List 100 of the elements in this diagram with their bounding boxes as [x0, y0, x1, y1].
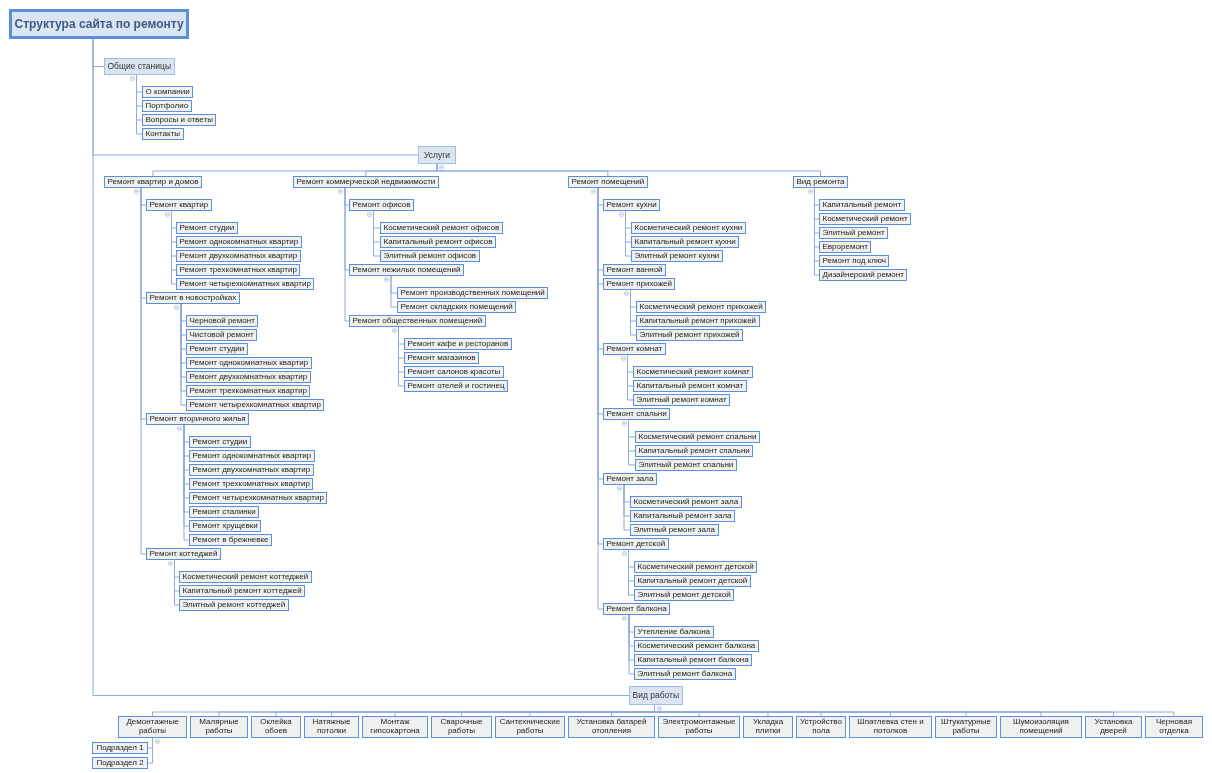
subtopic-label: Капитальный ремонт прихожей [639, 317, 757, 325]
connector-line [623, 484, 631, 531]
subtopic-label: Капитальный ремонт детской [637, 577, 748, 585]
subtopic-label: Капитальный ремонт кухни [634, 238, 736, 246]
subtopic-box [631, 236, 740, 248]
subtopic-box [819, 269, 908, 281]
subtopic-label: Косметический ремонт спальни [638, 433, 757, 441]
subtopic-box [92, 757, 148, 769]
subtopic-box [142, 86, 194, 98]
subtopic-label: Укладка плитки [751, 718, 785, 736]
subtopic-box [189, 492, 328, 504]
subtopic-label: Элитный ремонт спальни [638, 461, 734, 469]
subtopic-label: Ремонт кухни [606, 201, 657, 209]
connector-line [628, 549, 635, 596]
subtopic-label: Ремонт балкона [606, 605, 667, 613]
subtopic-label: Ремонт под ключ [822, 257, 886, 265]
subtopic-label: Чистовой ремонт [189, 331, 254, 339]
subtopic-label: Косметический ремонт балкона [637, 642, 756, 650]
subtopic-label: Евроремонт [822, 243, 868, 251]
subtopic-label: Косметический ремонт зала [633, 498, 739, 506]
subtopic-label: Ремонт квартир [149, 201, 209, 209]
subtopic-label: Ремонт четырехкомнатных квартир [192, 494, 324, 502]
subtopic-box [186, 315, 259, 327]
subtopic-label: Ремонт вторичного жилья [149, 415, 246, 423]
subtopic-label: Подраздел 1 [96, 744, 144, 752]
subtopic-label: Малярные работы [198, 718, 240, 736]
subtopic-label: Косметический ремонт комнат [636, 368, 750, 376]
connector-line [625, 210, 632, 257]
subtopic-label: Утепление балкона [637, 628, 711, 636]
connector-line [628, 419, 636, 466]
subtopic-box [603, 199, 661, 211]
subtopic-label: Капитальный ремонт коттеджей [182, 587, 302, 595]
subtopic-label: Элитный ремонт балкона [637, 670, 733, 678]
subtopic-box [743, 716, 793, 738]
subtopic-label: Ремонт детской [606, 540, 666, 548]
subtopic-label: Оклейка обоев [259, 718, 293, 736]
subtopic-box [186, 385, 311, 397]
subtopic-label: Ремонт однокомнатных квартир [189, 359, 309, 367]
subtopic-box [189, 506, 260, 518]
subtopic-label: Капитальный ремонт [822, 201, 902, 209]
subtopic-box [1085, 716, 1142, 738]
subtopic-label: Косметический ремонт прихожей [639, 303, 763, 311]
subtopic-label: Шпатлевка стен и потолков [856, 718, 925, 736]
subtopic-label: Элитный ремонт детской [637, 591, 731, 599]
subtopic-label: Демонтажные работы [125, 718, 180, 736]
subtopic-label: Ремонт помещений [571, 178, 645, 186]
subtopic-label: Капитальный ремонт офисов [383, 238, 493, 246]
subtopic-label: Ремонт студии [192, 438, 248, 446]
subtopic-label: Косметический ремонт офисов [383, 224, 500, 232]
subtopic-box [633, 366, 754, 378]
subtopic-box [634, 589, 735, 601]
subtopic-label: Ремонт ванной [606, 266, 663, 274]
subtopic-label: Элитный ремонт коттеджей [182, 601, 286, 609]
subtopic-label: Установка дверей [1093, 718, 1134, 736]
subtopic-label: Вопросы и ответы [145, 116, 213, 124]
subtopic-label: Ремонт зала [606, 475, 654, 483]
subtopic-label: Дизайнерский ремонт [822, 271, 904, 279]
subtopic-label: Ремонт двухкомнатных квартир [192, 466, 311, 474]
connector-line [436, 163, 821, 177]
subtopic-box [819, 241, 872, 253]
subtopic-box [819, 213, 912, 225]
subtopic-label: О компании [145, 88, 190, 96]
connector-line [390, 275, 398, 308]
connector-line [174, 559, 180, 606]
subtopic-box [304, 716, 359, 738]
subtopic-label: Ремонт нежилых помещений [352, 266, 461, 274]
subtopic-box [636, 329, 744, 341]
subtopic-box [397, 301, 517, 313]
subtopic-label: Ремонт кафе и ресторанов [407, 340, 509, 348]
connector-line [344, 187, 350, 322]
subtopic-box [397, 287, 549, 299]
subtopic-box [118, 716, 187, 738]
subtopic-label: Элитный ремонт прихожей [639, 331, 740, 339]
subtopic-label: Вид ремонта [796, 178, 845, 186]
subtopic-box [568, 716, 655, 738]
connector-line [147, 737, 153, 764]
subtopic-box [186, 399, 325, 411]
subtopic-box [603, 408, 671, 420]
subtopic-label: Капитальный ремонт комнат [636, 382, 744, 390]
connector-line [171, 210, 177, 285]
subtopic-label: Портфолио [145, 102, 189, 110]
subtopic-box [189, 534, 273, 546]
subtopic-label: Ремонт двухкомнатных квартир [189, 373, 308, 381]
subtopic-label: Натяжные потолки [311, 718, 352, 736]
subtopic-box [603, 264, 667, 276]
subtopic-label: Черновой ремонт [189, 317, 255, 325]
subtopic-box [251, 716, 301, 738]
section-label: Общие станицы [107, 62, 171, 71]
subtopic-box [636, 301, 767, 313]
subtopic-label: Шумоизоляция помещений [1012, 718, 1070, 736]
subtopic-label: Монтаж гипсокартона [369, 718, 421, 736]
subtopic-label: Ремонт прихожей [606, 280, 672, 288]
subtopic-label: Ремонт четырехкомнатных квартир [189, 401, 321, 409]
subtopic-box [634, 561, 758, 573]
subtopic-label: Черновая отделка [1154, 718, 1193, 736]
subtopic-box [819, 255, 890, 267]
subtopic-label: Ремонт однокомнатных квартир [179, 238, 299, 246]
section-label: Услуги [423, 150, 451, 160]
subtopic-box [142, 114, 217, 126]
subtopic-label: Элитный ремонт зала [633, 526, 716, 534]
